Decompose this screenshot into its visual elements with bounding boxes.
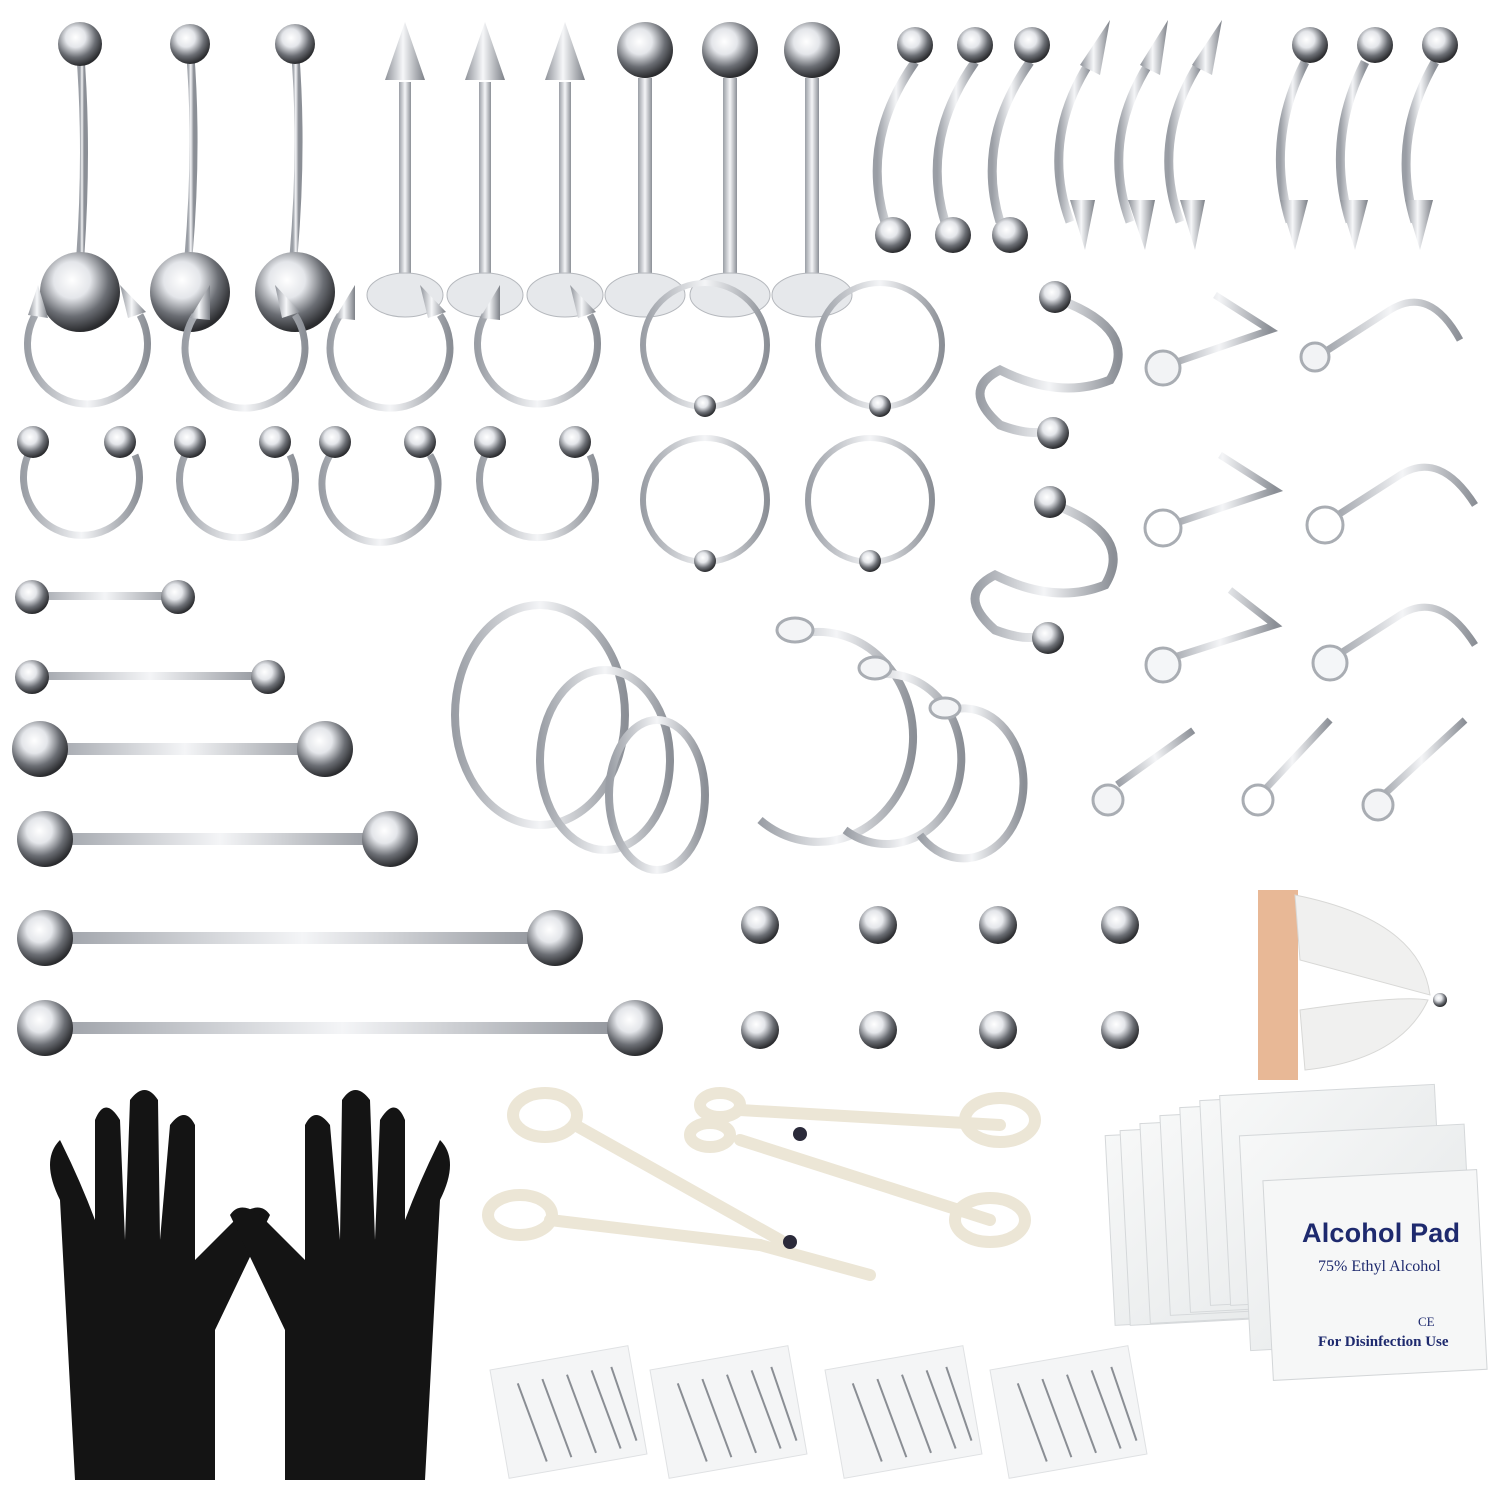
horseshoe-spike-tips (28, 285, 596, 320)
eyebrow-barbells (872, 59, 1439, 224)
c-hoops (757, 616, 1028, 863)
alcohol-pad-usage: For Disinfection Use (1318, 1334, 1449, 1350)
spare-balls (741, 906, 1139, 1049)
nose-stud-heads (1143, 341, 1349, 684)
alcohol-pad-title: Alcohol Pad (1302, 1218, 1461, 1248)
twist-spirals (970, 281, 1123, 654)
horseshoe-spikes (24, 313, 601, 412)
straight-barbells (12, 580, 663, 1056)
belly-rings (40, 22, 335, 332)
nose-bones (1091, 717, 1468, 822)
eyebrow-ends (875, 20, 1458, 253)
clamp-pivot (793, 1127, 807, 1141)
piercing-clamps (482, 1087, 1041, 1281)
black-gloves (50, 1090, 450, 1480)
captive-rings (640, 280, 945, 572)
finger-cots (1258, 890, 1447, 1080)
labret-studs (366, 22, 853, 318)
alcohol-pad-stack (1104, 1083, 1488, 1381)
horseshoe-balls (17, 426, 599, 546)
alcohol-pad-subtitle: 75% Ethyl Alcohol (1318, 1258, 1441, 1275)
ce-mark: CE (1418, 1314, 1435, 1329)
nose-studs (1163, 292, 1478, 664)
clamp-pivot (783, 1235, 797, 1249)
needle-packs (489, 1345, 1148, 1479)
hoop-rings (451, 601, 709, 874)
